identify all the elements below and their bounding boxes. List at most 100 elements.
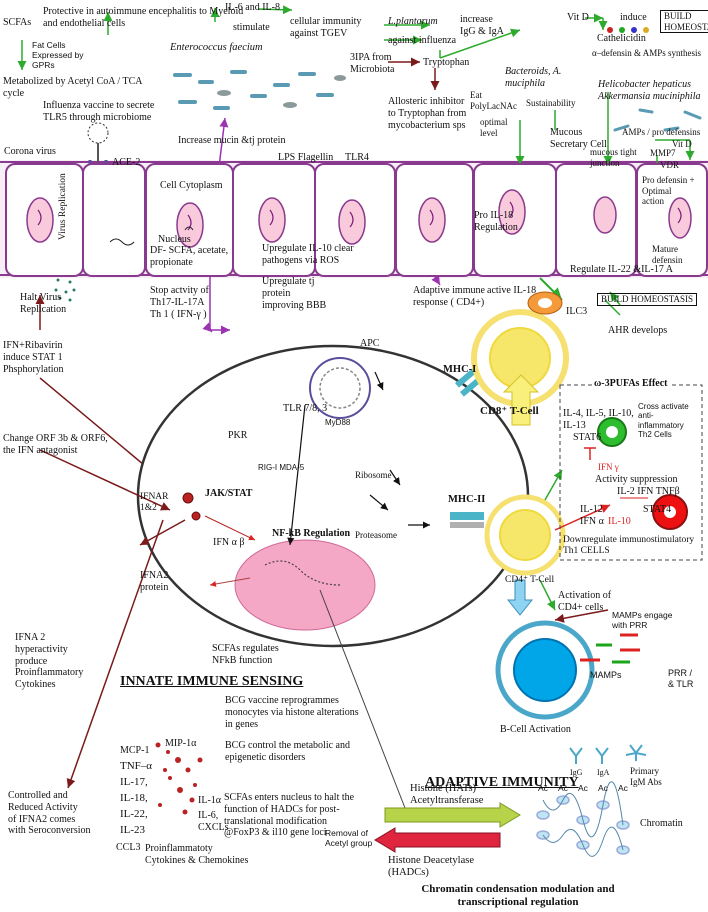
mip1a-label: MIP-1α — [165, 738, 197, 749]
helicobacter-text: Helicobacter hepaticus Akkermansia mucin… — [598, 79, 701, 102]
upregulate-il10-text: Upregulate IL-10 clear pathogens via ROS — [262, 243, 354, 266]
ifn-ribavirin-text: IFN+Ribavirin induce STAT 1 Phsphorylati… — [3, 340, 64, 375]
myd88-label: MyD88 — [325, 418, 351, 427]
enterococcus-label: Enterococcus faecium — [170, 42, 263, 53]
stop-activity-text: Stop actvity of Th17-IL-17A Th 1 ( IFN-γ… — [150, 285, 209, 320]
ac-label-3: Ac — [578, 783, 588, 793]
vit-d-top-label: Vit D — [567, 12, 589, 23]
iga-label: IgA — [597, 768, 610, 777]
halt-virus-label: Halt Virus Replication — [20, 292, 67, 315]
histone-at-text: Histone (HATs) Acetyltransferase — [410, 783, 484, 807]
fat-cells-text: Fat Cells Expressed by GPRs — [32, 40, 84, 71]
omega-downregulate-text: Downregulate immunostimulatory Th1 CELLS — [563, 535, 695, 557]
nucleus-label: Nucleus — [158, 234, 191, 245]
influenza-vaccine-text: Influenza vaccine to secrete TLR5 throug… — [43, 100, 155, 123]
corona-virus-label: Corona virus — [4, 146, 56, 157]
change-orf-text: Change ORF 3b & ORF6, the IFN antagonist — [3, 433, 108, 456]
omega-activity-suppression: Activity suppression — [595, 474, 678, 485]
induce-label: induce — [620, 12, 647, 23]
tlr78-label: TLR 7/8, 3 — [283, 403, 328, 414]
scfa-nfkb-text: SCFAs regulates NFkB function — [212, 643, 279, 666]
ac-label-2: Ac — [558, 783, 568, 793]
mmp7-label: MMP7 — [650, 148, 676, 158]
defensin-amps-text: α–defensin & AMPs synthesis — [592, 48, 701, 58]
ccl3-label: CCL3 — [116, 842, 141, 853]
pkr-label: PKR — [228, 430, 248, 441]
adaptive-immunity-title: ADAPTIVE IMMUNITY — [425, 775, 579, 790]
removal-text: Removal of Acetyl group — [325, 828, 373, 849]
omega-il10-label: IL-10 — [608, 516, 631, 527]
apc-label: APC — [360, 338, 380, 349]
epithelial-cell-5 — [314, 163, 396, 277]
cd4-label: CD4⁺ T-Cell — [505, 575, 555, 585]
omega-ifn-gamma-label: IFN γ — [598, 462, 619, 472]
omega-il4-text: IL-4, IL-5, IL-10, IL-13 — [563, 408, 634, 431]
tryptophan-label: Tryptophan — [423, 57, 470, 68]
mamps-label: MAMPs — [590, 670, 622, 680]
igm-label: Primary IgM Abs — [630, 766, 662, 787]
mhc2-label: MHC-II — [448, 494, 486, 505]
eat-text: Eat PolyLacNAc — [470, 90, 517, 111]
active-il18-label: active IL-18 — [487, 285, 537, 296]
regulate-il22-text: Regulate IL-22 &IL-17 A — [570, 264, 674, 275]
ac-label-4: Ac — [598, 783, 608, 793]
adaptive-response-text: Adaptive immune response ( CD4+) — [413, 285, 485, 308]
il23-label: IL-23 — [120, 824, 146, 836]
bcg-vaccine-text: BCG vaccine reprogrammes monocytes via h… — [225, 695, 359, 730]
pro-il18-label: Pro IL-18 Regulation — [474, 210, 518, 233]
upregulate-tj-text: Upregulate tj protein improving BBB — [262, 276, 327, 311]
amps-pro-label: AMPs / pro defensins — [622, 127, 701, 137]
ilc3-label: ILC3 — [566, 306, 588, 317]
against-influenza-label: against influenza — [388, 35, 457, 46]
ac-label-1: Ac — [538, 783, 548, 793]
mucous-secretary-label: Mucous Secretary Cell — [550, 127, 607, 150]
mucous-tight-label: mucous tight junction — [590, 147, 637, 168]
vdr-label: VDR — [660, 160, 680, 170]
proinflammatory-text: Proinflammatoty Cytokines & Chemokines — [145, 843, 249, 866]
cellular-immunity-text: cellular immunity against TGEV — [290, 16, 362, 39]
ipa-text: 3IPA from Microbiota — [350, 52, 395, 75]
bcell-activation-label: B-Cell Activation — [500, 724, 571, 735]
igg-label: IgG — [570, 768, 583, 777]
activation-cd4-text: Activation of CD4+ cells — [558, 590, 612, 613]
epithelial-cell-1 — [5, 163, 84, 277]
jak-stat-label: JAK/STAT — [205, 488, 253, 499]
innate-immune-title: INNATE IMMUNE SENSING — [120, 674, 304, 689]
mcp1-label: MCP-1 — [120, 745, 150, 756]
controlled-text: Controlled and Reduced Activity of IFNA2… — [8, 790, 91, 837]
build-homeostasis-mid: BUILD HOMEOSTASIS — [597, 293, 698, 306]
cell-cytoplasm-label: Cell Cytoplasm — [160, 180, 223, 191]
cd8-label: CD8⁺ T-Cell — [480, 405, 539, 417]
mhc1-label: MHC-I — [443, 364, 477, 375]
ace2-label: ACE-2 — [112, 157, 141, 168]
ac-label-5: Ac — [618, 783, 628, 793]
scfa-nucleus-text: SCFAs enters nucleus to halt the functio… — [224, 792, 355, 839]
protective-text: Protective in autoimmune encephalitis to… — [43, 6, 244, 29]
omega-il12-text: IL-12 IFN α — [580, 504, 604, 527]
histone-dac-text: Histone Deacetylase (HADCs) — [388, 855, 475, 879]
scfas-label: SCFAs — [3, 17, 32, 28]
chromatin-label: Chromatin — [640, 818, 683, 829]
mucous-secretary-cell — [555, 163, 637, 277]
proteasome-label: Proteasome — [355, 530, 397, 540]
pro-defensin-label: Pro defensin + Optimal action — [642, 175, 695, 207]
prr-label: PRR / & TLR — [668, 668, 694, 689]
ifnar-label: IFNAR 1&2 — [140, 492, 169, 514]
metabolized-text: Metabolized by Acetyl CoA / TCA cycle — [3, 76, 143, 99]
il22-label: IL-22, — [120, 808, 148, 820]
mature-defensin-label: Mature defensin — [652, 244, 683, 265]
nfkb-label: NF-kB Regulation — [272, 528, 351, 539]
omega-il2-text: IL-2 IFN TNFβ — [617, 486, 680, 497]
ribosome-label: Ribosome — [355, 470, 392, 480]
rig-label: RIG-I MDA-5 — [258, 463, 305, 472]
tlr4-label: TLR4 — [345, 152, 369, 163]
optimal-level-text: optimal level — [480, 117, 508, 138]
omega-cross-activate-text: Cross activate anti- inflammatory Th2 Ce… — [638, 402, 689, 440]
mamps-engage-text: MAMPs engage with PRR — [612, 610, 673, 631]
ifna2-hyper-text: IFNA 2 hyperactivity produce Proinflamma… — [15, 632, 84, 691]
ifn-ab-label: IFN α β — [213, 537, 245, 548]
increase-igg-text: increase IgG & IgA — [460, 14, 504, 37]
virus-replication-label: Virus Replication — [58, 173, 68, 240]
increase-mucin-text: Increase mucin &tj protein — [178, 135, 286, 146]
tnfa-label: TNF–α — [120, 760, 153, 772]
